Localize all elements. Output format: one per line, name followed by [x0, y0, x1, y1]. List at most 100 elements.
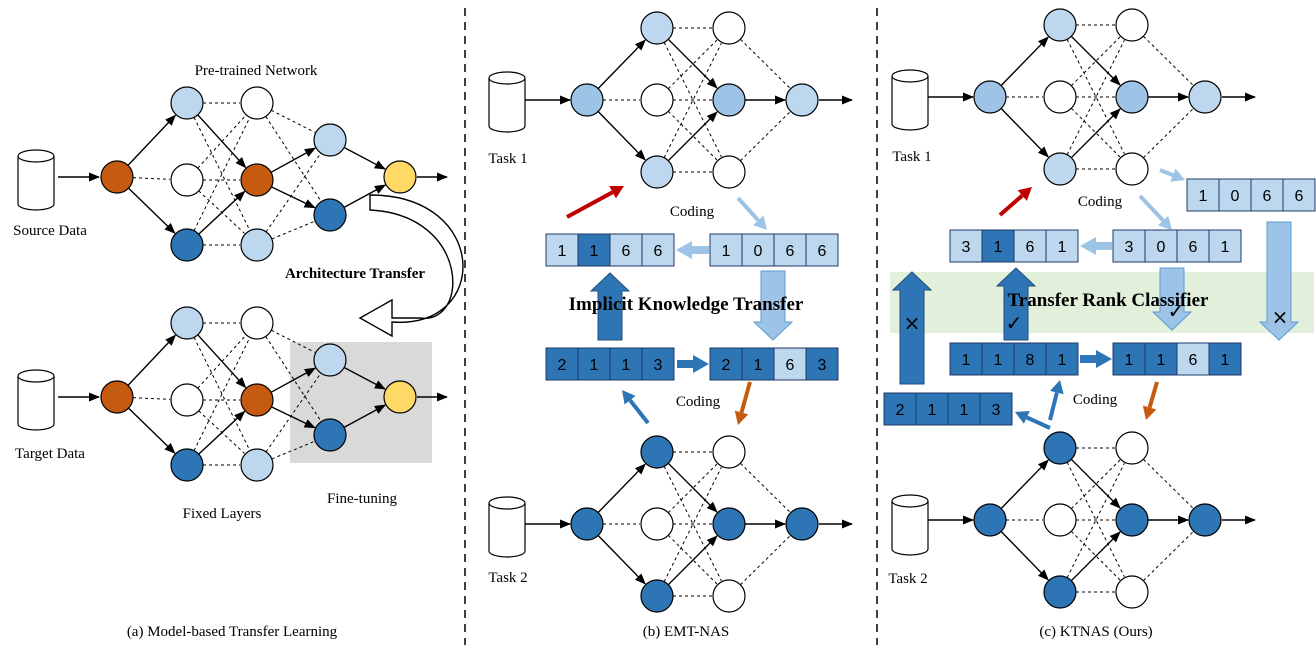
fixed-layers-label: Fixed Layers: [183, 506, 262, 522]
b-task1-cylinder: [488, 71, 526, 133]
code-cell: [609, 347, 643, 381]
overlay-layer: × ✓ ✓ ×: [904, 299, 1289, 335]
code-cell-value: 0: [1231, 188, 1240, 205]
network-node: [973, 80, 1007, 114]
code-cell-value: 6: [654, 243, 663, 260]
code-cell-value: 3: [962, 239, 971, 256]
network-node: [1043, 431, 1077, 465]
b-big-up-arrow: [589, 272, 631, 341]
code-cell-value: 3: [992, 402, 1001, 419]
network-edge-solid: [597, 110, 646, 161]
b-orange-arrow-head: [734, 410, 749, 425]
network-node: [712, 435, 746, 469]
code-cell-value: 1: [1221, 352, 1230, 369]
network-node: [240, 86, 274, 120]
network-node: [313, 343, 347, 377]
cylinder-body: [891, 501, 929, 556]
code-cell-value: 1: [1221, 239, 1230, 256]
network-edge-dashed: [265, 153, 321, 233]
caption-a: (a) Model-based Transfer Learning: [127, 624, 338, 640]
code-cell: [577, 347, 611, 381]
edges-layer: [58, 24, 1257, 597]
cross-mark-right: ×: [1272, 305, 1289, 329]
code-cell-value: 6: [1295, 188, 1304, 205]
network-edge-solid: [343, 366, 386, 390]
b-big-down-arrow: [752, 270, 794, 341]
network-edge-solid: [270, 367, 317, 393]
network-node: [170, 306, 204, 340]
code-cell-value: 1: [1199, 188, 1208, 205]
data-cylinder-source: [17, 149, 55, 211]
network-node: [1043, 152, 1077, 186]
c-orange-arrow: [1147, 381, 1159, 409]
code-cell-value: 1: [962, 352, 971, 369]
code-cell-value: 0: [1157, 239, 1166, 256]
code-cell-value: 6: [786, 357, 795, 374]
network-edge-solid: [1000, 459, 1049, 510]
network-edge-dashed: [740, 38, 791, 89]
code-cell-value: 6: [786, 243, 795, 260]
network-edge-dashed: [193, 337, 250, 450]
network-node: [640, 155, 674, 189]
network-node: [1115, 8, 1149, 42]
network-edge-solid: [1070, 458, 1121, 509]
network-edge-solid: [127, 114, 177, 166]
code-cell: [1176, 229, 1210, 263]
code-cell-value: 3: [654, 357, 663, 374]
network-node: [1115, 503, 1149, 537]
code-cell: [545, 347, 579, 381]
network-node: [313, 418, 347, 452]
network-node: [240, 228, 274, 262]
code-cell: [641, 233, 675, 267]
network-edge-dashed: [271, 329, 316, 353]
network-node: [170, 383, 204, 417]
task2-label-c: Task 2: [888, 571, 927, 587]
network-edge-dashed: [132, 397, 171, 400]
code-cell-value: 6: [818, 243, 827, 260]
network-node: [1115, 575, 1149, 609]
network-node: [383, 160, 417, 194]
code-cell-value: 1: [622, 357, 631, 374]
code-cell: [773, 233, 807, 267]
network-edge-solid: [1000, 530, 1049, 581]
code-cell: [1282, 178, 1316, 212]
network-node: [640, 83, 674, 117]
network-edge-dashed: [271, 109, 316, 133]
code-cell: [1208, 342, 1242, 376]
code-cell-value: 1: [1058, 239, 1067, 256]
code-cell-value: 2: [896, 402, 905, 419]
network-node: [785, 83, 819, 117]
network-edge-dashed: [1143, 531, 1194, 582]
network-edge-dashed: [1143, 458, 1194, 509]
code-cell: [805, 233, 839, 267]
fine-tuning-label: Fine-tuning: [327, 491, 397, 507]
code-cell-value: 1: [590, 357, 599, 374]
task2-label-b: Task 2: [488, 570, 527, 586]
b-lightblue-arrow: [736, 196, 760, 222]
b-task2-cylinder: [488, 496, 526, 558]
c-down-arrow-rejected: [1258, 221, 1300, 341]
code-cell-value: 3: [818, 357, 827, 374]
network-edge-solid: [198, 410, 246, 455]
network-node: [712, 83, 746, 117]
c-orange-arrow-head: [1142, 405, 1157, 420]
network-node: [1115, 431, 1149, 465]
network-node: [1043, 80, 1077, 114]
code-cell-value: 6: [1026, 239, 1035, 256]
data-cylinder-target: [17, 369, 55, 431]
task1-label-b: Task 1: [488, 151, 527, 167]
network-edge-solid: [667, 535, 718, 586]
code-cell: [947, 392, 981, 426]
code-cell: [1112, 342, 1146, 376]
network-edge-dashed: [1143, 35, 1194, 86]
cylinder-top: [17, 149, 55, 163]
code-cell-value: 1: [960, 402, 969, 419]
b-orange-arrow: [739, 381, 752, 414]
code-cell-value: 1: [1125, 352, 1134, 369]
